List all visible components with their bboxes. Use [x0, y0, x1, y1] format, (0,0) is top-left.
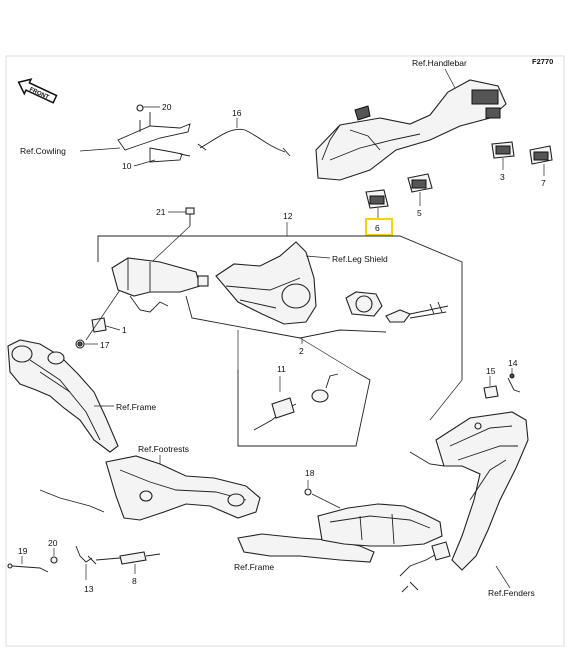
- callout-1: 1: [122, 325, 127, 335]
- callout-20-bottom: 20: [48, 538, 58, 548]
- callout-7: 7: [541, 178, 546, 188]
- screw-17: [77, 341, 83, 347]
- callout-15: 15: [486, 366, 496, 376]
- bolt-20-bottom: [50, 556, 58, 564]
- highlight-box: [365, 218, 393, 236]
- front-arrow-icon: FRONT: [17, 78, 58, 104]
- frame-left: [7, 339, 119, 453]
- callout-20-top: 20: [162, 102, 172, 112]
- sidestand-switch: [399, 541, 451, 593]
- callout-10: 10: [122, 161, 132, 171]
- switch-8: [95, 551, 161, 565]
- callout-17: 17: [100, 340, 110, 350]
- callout-11: 11: [277, 364, 286, 374]
- bracket-13: [75, 545, 97, 565]
- diagram-code: F2770: [532, 57, 553, 66]
- handlebar-assembly: [315, 79, 507, 181]
- ref-frame-bottom: Ref.Frame: [234, 562, 274, 572]
- clip-15: [483, 385, 499, 399]
- rear-fender: [409, 411, 529, 571]
- callout-2: 2: [299, 346, 304, 356]
- cable-16: [197, 118, 291, 157]
- switch-6: [365, 189, 389, 209]
- callout-6: 6: [375, 223, 380, 233]
- callout-16: 16: [232, 108, 242, 118]
- callout-3: 3: [500, 172, 505, 182]
- callout-8: 8: [132, 576, 137, 586]
- bracket-12: [97, 235, 463, 380]
- ref-fenders: Ref.Fenders: [488, 588, 535, 598]
- wire-harness-11: [253, 373, 339, 431]
- bolt-18: [304, 488, 312, 496]
- ref-handlebar: Ref.Handlebar: [412, 58, 467, 68]
- diagram-frame: [5, 55, 565, 647]
- ref-footrests: Ref.Footrests: [138, 444, 189, 454]
- bolt-21: [185, 207, 195, 226]
- key-cylinder: [345, 291, 383, 317]
- ignition-switch-body: [111, 257, 209, 313]
- callout-18: 18: [305, 468, 315, 478]
- switch-3: [491, 141, 515, 159]
- cable-left: [39, 489, 105, 513]
- leg-shield-cover: [215, 241, 317, 325]
- callout-19: 19: [18, 546, 28, 556]
- ref-cowling: Ref.Cowling: [20, 146, 66, 156]
- ignition-key: [385, 301, 449, 323]
- cowling-bracket: [117, 104, 191, 163]
- ref-frame-left: Ref.Frame: [116, 402, 156, 412]
- callout-12: 12: [283, 211, 293, 221]
- frame-bottom: [237, 503, 443, 563]
- bracket-clip-1: [91, 317, 107, 333]
- switch-7: [529, 145, 553, 165]
- cable-19: [7, 563, 49, 573]
- switch-5: [407, 173, 433, 193]
- callout-5: 5: [417, 208, 422, 218]
- screw-14: [507, 373, 521, 393]
- callout-21: 21: [156, 207, 166, 217]
- bracket-11: [237, 370, 371, 447]
- callout-14: 14: [508, 358, 518, 368]
- footrest-bracket: [105, 455, 261, 521]
- ref-leg-shield: Ref.Leg Shield: [332, 254, 388, 264]
- callout-13: 13: [84, 584, 94, 594]
